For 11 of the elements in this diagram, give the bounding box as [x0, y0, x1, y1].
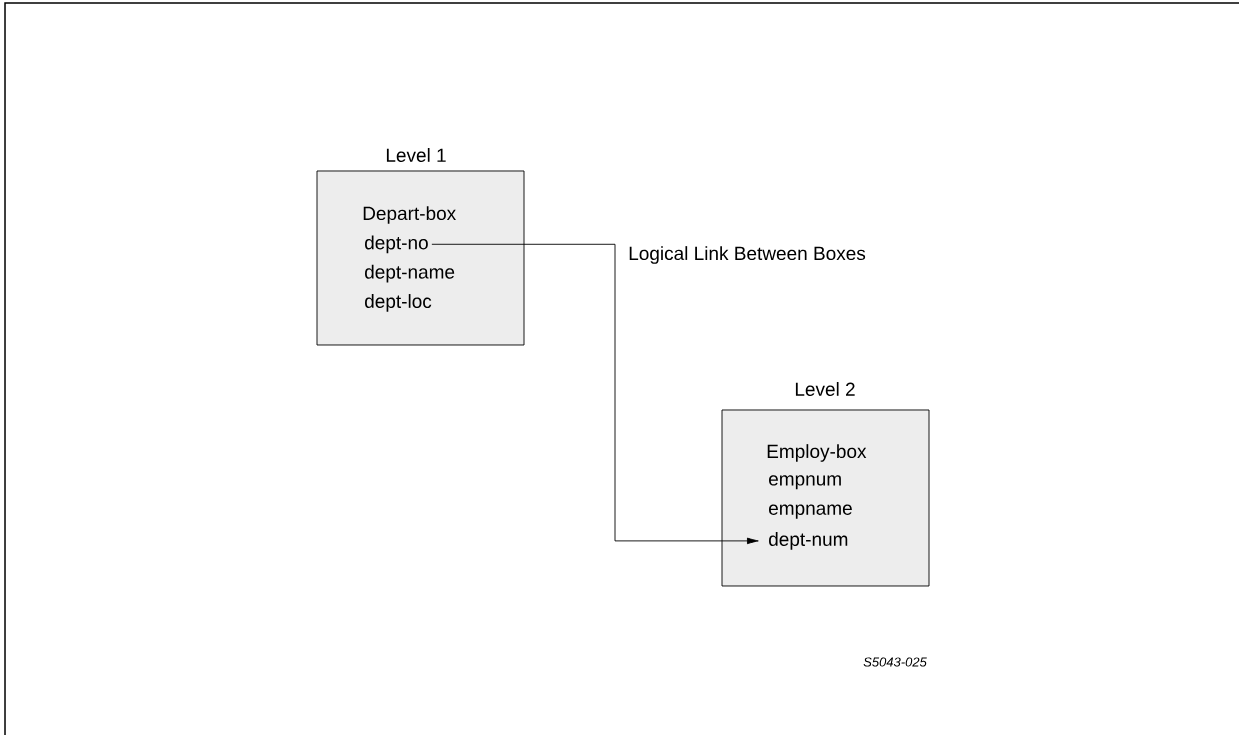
figure-id: S5043-025: [863, 657, 927, 667]
field-name: dept-num: [769, 532, 848, 550]
field-name: dept-no: [365, 235, 428, 254]
node-label: Level 2: [795, 382, 855, 396]
node-label: Level 1: [386, 148, 446, 162]
field-name: empname: [769, 504, 852, 519]
field-name: dept-name: [365, 264, 455, 283]
edge-label: Logical Link Between Boxes: [627, 245, 867, 265]
connector-arrow: [431, 243, 759, 545]
field-name: dept-loc: [365, 294, 432, 312]
field-name: empnum: [769, 475, 841, 490]
